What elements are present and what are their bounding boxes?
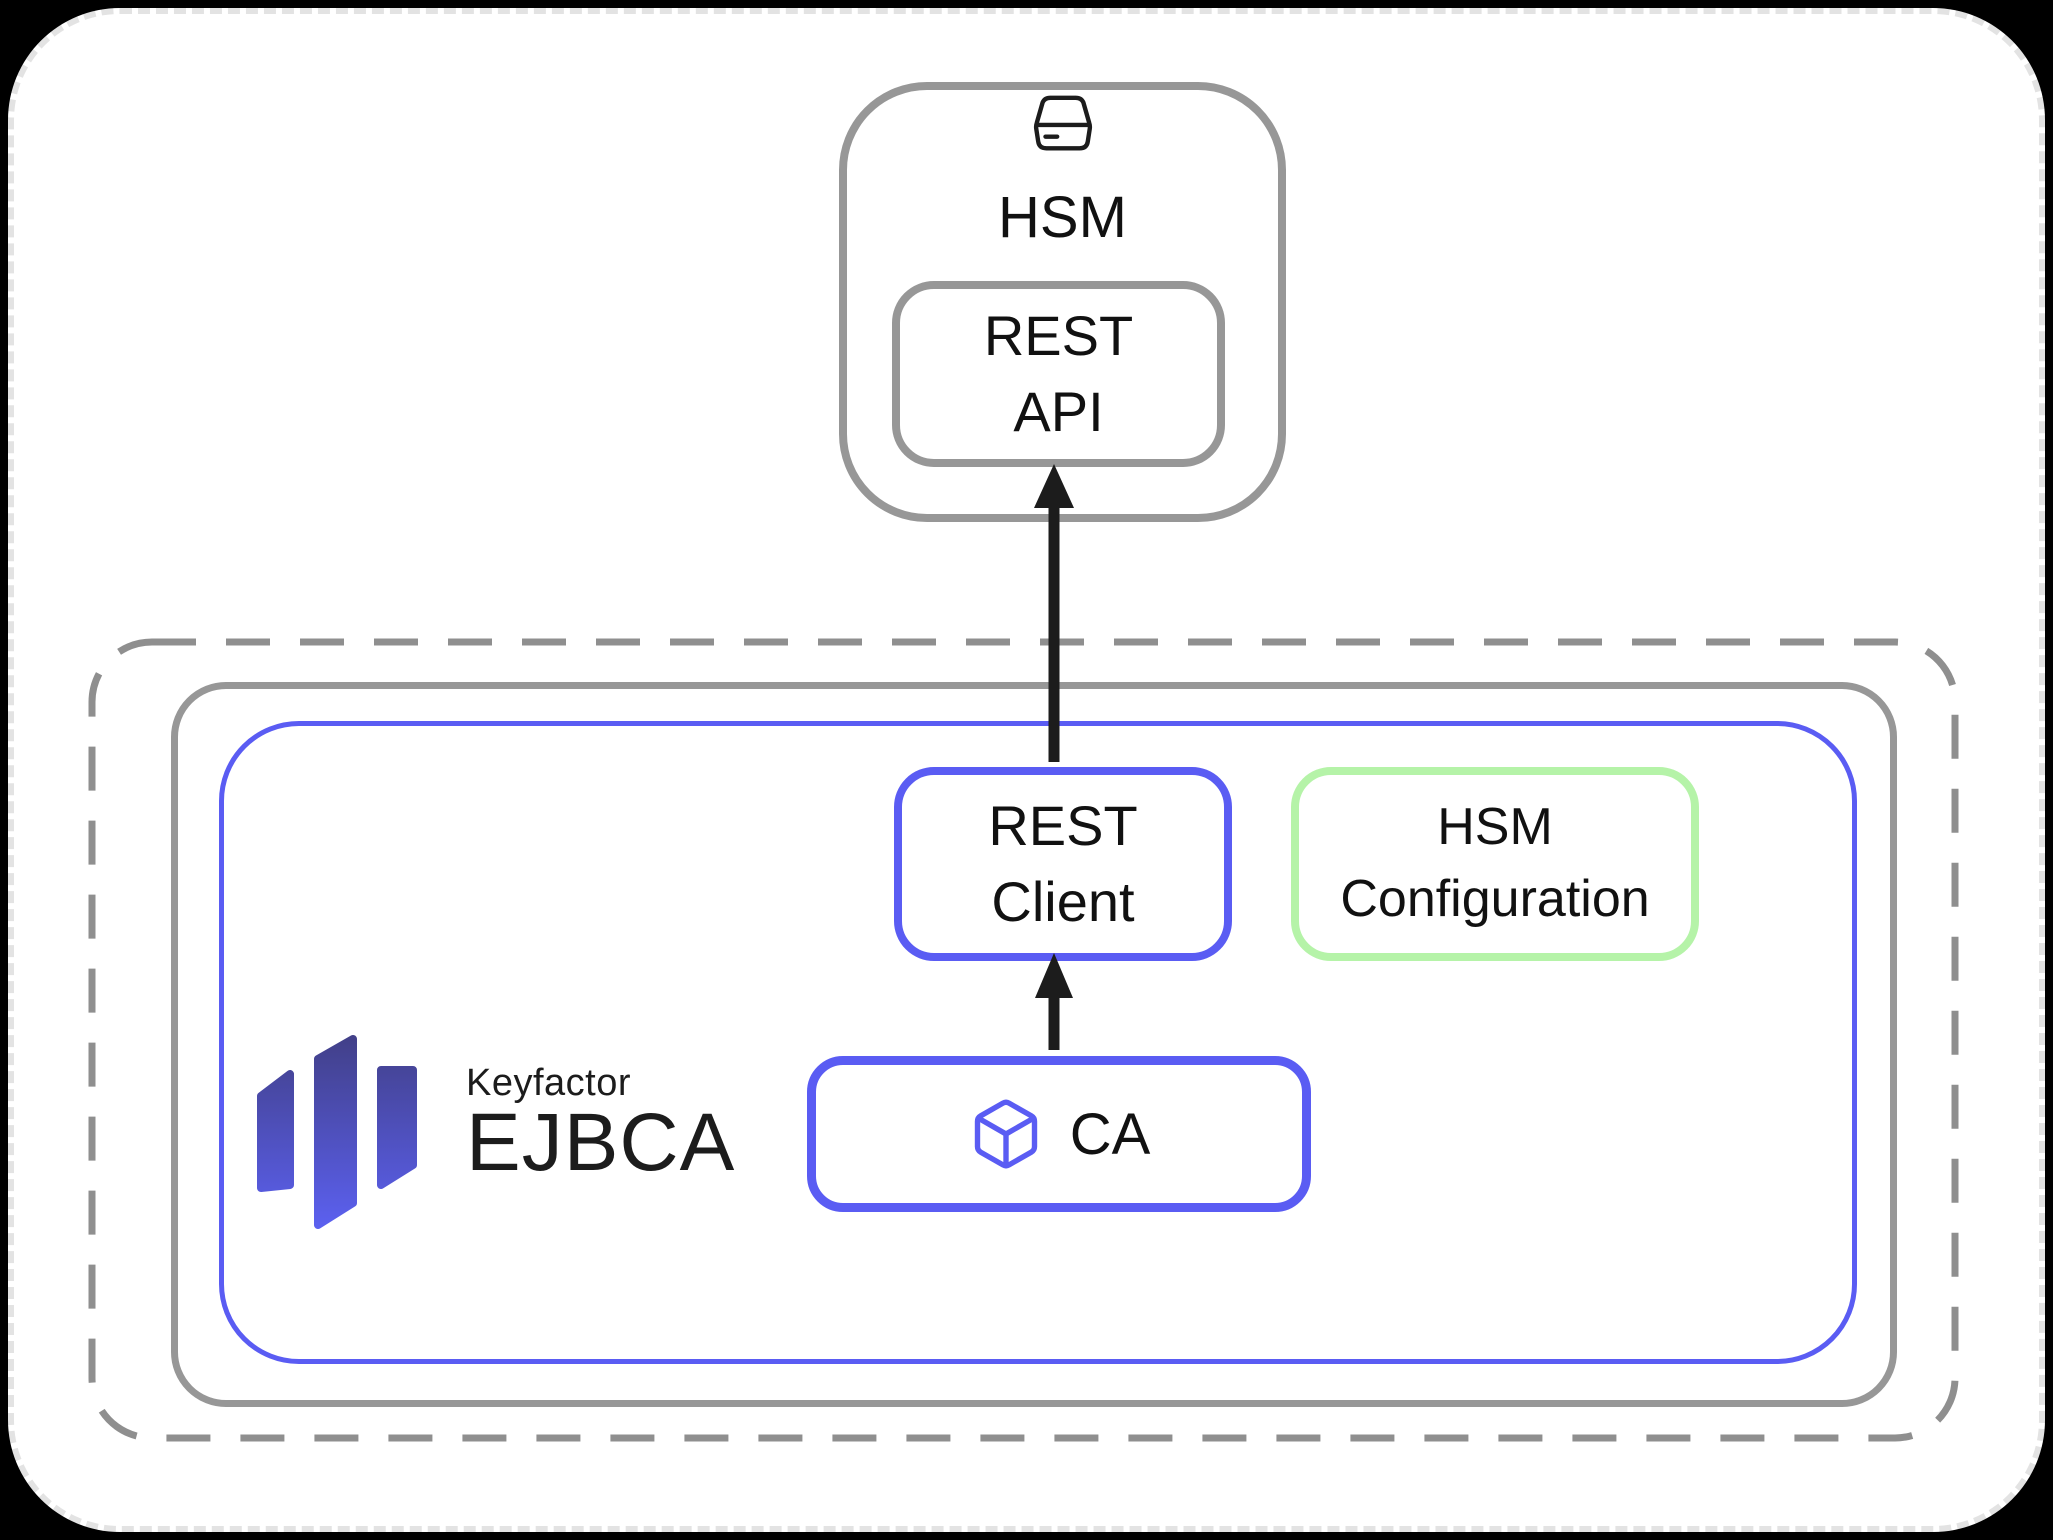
page-surface: HSM REST API REST Client HSM Configurati… — [8, 8, 2045, 1532]
keyfactor-logo-icon — [257, 1035, 417, 1229]
logo-product-name: EJBCA — [466, 1097, 736, 1188]
hsm-config-label-line1: HSM — [1437, 798, 1553, 857]
rest-api-label-line1: REST — [983, 304, 1134, 368]
hsm-configuration-node: HSM Configuration — [1291, 767, 1699, 961]
keyfactor-ejbca-logo: Keyfactor EJBCA — [257, 1032, 857, 1262]
ca-label: CA — [1069, 1101, 1151, 1167]
ca-node: CA — [807, 1056, 1311, 1212]
hard-drive-icon — [1033, 95, 1092, 151]
rest-client-node: REST Client — [894, 767, 1232, 961]
rest-api-label-line2: API — [1013, 380, 1104, 443]
rest-api-node: REST API — [892, 281, 1225, 467]
cube-icon — [974, 1099, 1037, 1169]
hsm-label: HSM — [998, 185, 1127, 250]
hsm-config-label-line2: Configuration — [1340, 870, 1650, 928]
rest-client-label-line1: REST — [988, 794, 1138, 858]
rest-client-label-line2: Client — [991, 870, 1135, 933]
hsm-node: HSM REST API — [839, 82, 1286, 522]
